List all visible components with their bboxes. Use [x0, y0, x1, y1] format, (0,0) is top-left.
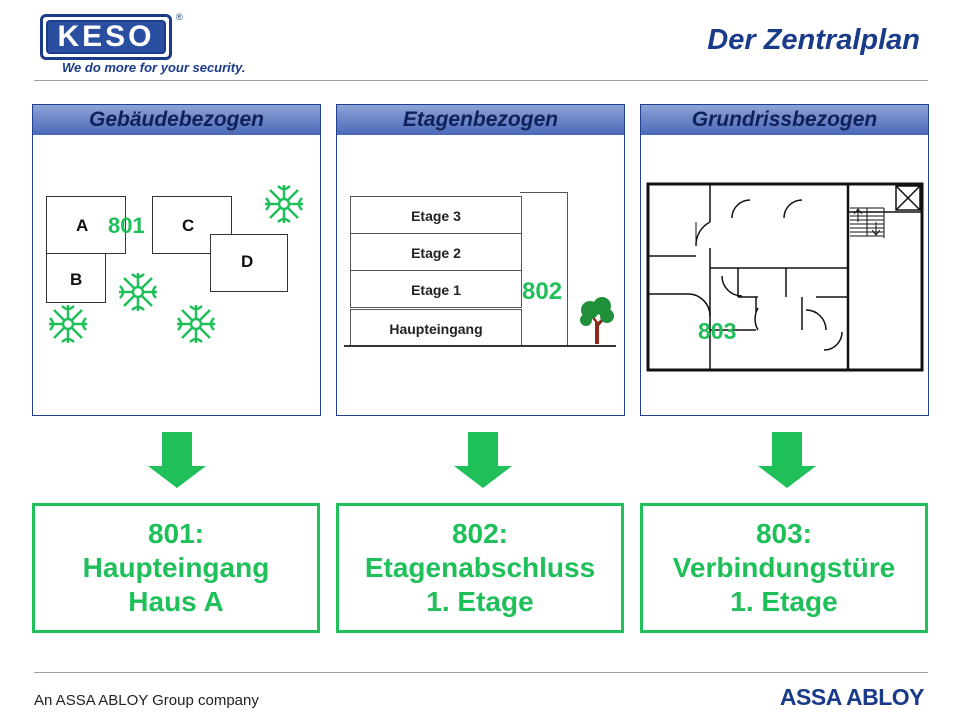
building-label-b: B	[70, 270, 83, 289]
result-line: 1. Etage	[426, 586, 534, 617]
result-line: Etagenabschluss	[364, 552, 596, 583]
panel-heading-floorplan: Grundrissbezogen	[641, 105, 928, 135]
result-line: 801:	[147, 518, 205, 549]
assa-abloy-logo: ASSA ABLOY	[779, 684, 925, 710]
door-number-802: 802	[522, 278, 563, 305]
building-d	[210, 234, 288, 292]
panel-heading-floor: Etagenbezogen	[337, 105, 624, 135]
footer-group-text: An ASSA ABLOY Group company	[34, 692, 259, 709]
footer-divider	[34, 672, 928, 673]
tree-top-icon	[119, 273, 157, 311]
building-label-d: D	[241, 252, 254, 271]
result-box-801: 801: Haupteingang Haus A	[32, 503, 320, 633]
building-label-a: A	[76, 216, 89, 235]
result-line: 1. Etage	[730, 586, 838, 617]
panel-heading-building: Gebäudebezogen	[33, 105, 320, 135]
logo-text: KESO	[57, 20, 155, 53]
arrow-down-icon	[454, 432, 512, 488]
result-box-802: 802: Etagenabschluss 1. Etage	[336, 503, 624, 633]
registered-mark: ®	[176, 12, 183, 22]
result-line: Haupteingang	[82, 552, 270, 583]
result-line: Haus A	[128, 586, 224, 617]
tree-top-icon	[177, 305, 215, 343]
result-line: 802:	[451, 518, 509, 549]
tree-top-icon	[49, 305, 87, 343]
tagline: We do more for your security.	[62, 60, 246, 75]
keso-logo: KESO	[40, 14, 172, 60]
floor-plan	[646, 182, 924, 372]
door-number-801: 801	[108, 213, 145, 238]
building-label-c: C	[182, 216, 195, 235]
building-b	[46, 253, 106, 303]
arrow-down-icon	[758, 432, 816, 488]
result-line: Verbindungstüre	[672, 552, 896, 583]
page-title: Der Zentralplan	[707, 24, 920, 56]
floor-2: Etage 2	[350, 233, 522, 271]
panel-floorplan: Grundrissbezogen	[640, 104, 929, 416]
floor-1: Etage 1	[350, 270, 522, 308]
tree-side-icon	[580, 297, 614, 344]
header-divider	[34, 80, 928, 81]
floor-ground: Haupteingang	[350, 309, 522, 347]
floor-3: Etage 3	[350, 196, 522, 234]
result-box-803: 803: Verbindungstüre 1. Etage	[640, 503, 928, 633]
ground-line	[344, 345, 616, 347]
stairwell	[520, 192, 568, 346]
tree-top-icon	[265, 185, 303, 223]
result-line: 803:	[755, 518, 813, 549]
door-number-803: 803	[698, 318, 737, 344]
arrow-down-icon	[148, 432, 206, 488]
